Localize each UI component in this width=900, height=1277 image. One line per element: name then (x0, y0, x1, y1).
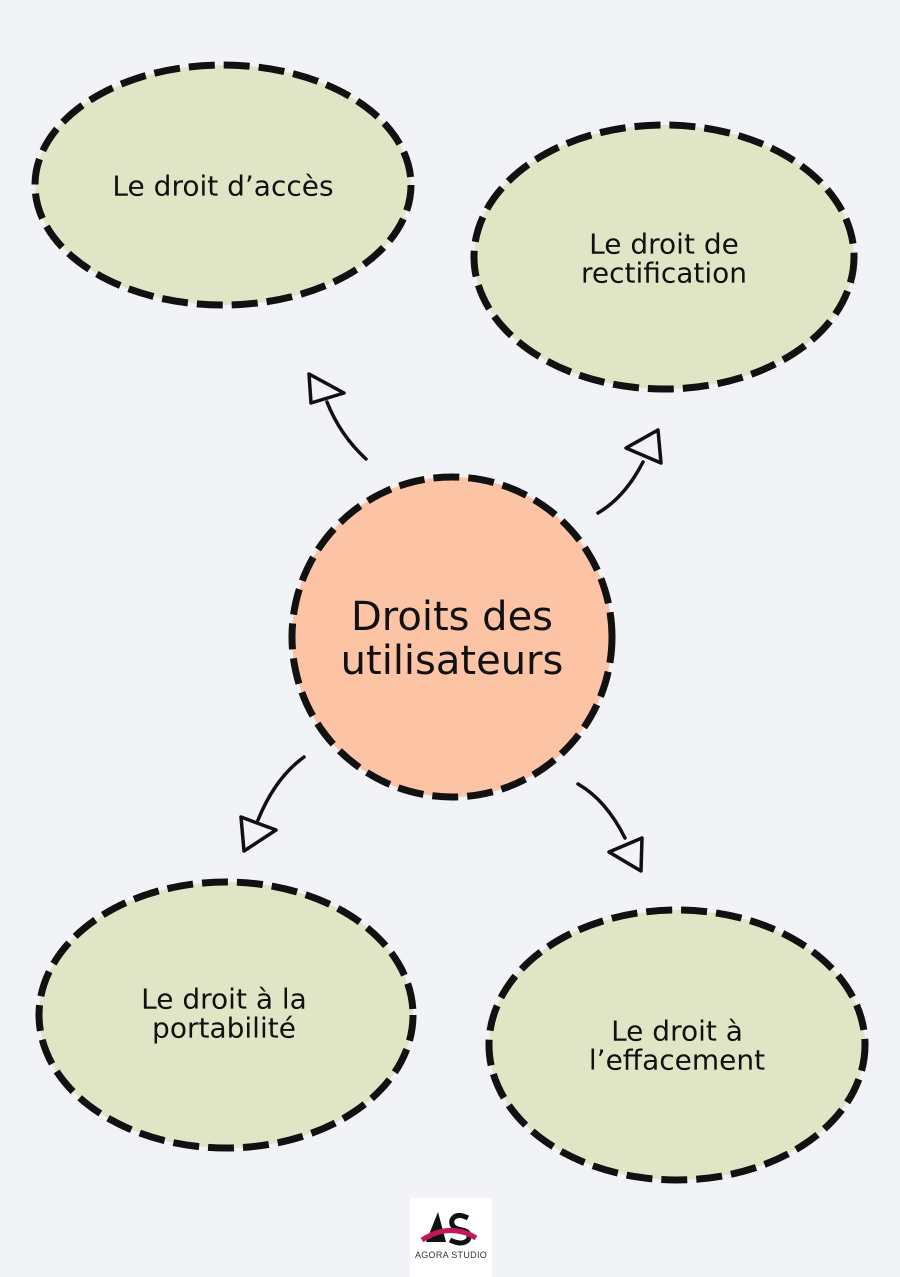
node-rectification-shape (470, 121, 858, 393)
arrowhead-acces-icon (307, 372, 346, 405)
arrowhead-effacement-icon (607, 836, 644, 873)
node-acces-label: Le droit d’accès (112, 169, 334, 203)
node-effacement-shape (485, 906, 869, 1184)
center-node-shape (288, 473, 616, 801)
arrow-to-effacement (576, 782, 627, 840)
arrow-to-portabilite (256, 755, 306, 822)
arrowhead-rectification-icon (624, 428, 663, 465)
arrow-to-rectification (596, 460, 645, 515)
arrowhead-portabilite-icon (239, 815, 278, 853)
center-node-label: Droits des utilisateurs (340, 594, 564, 684)
as-logo-icon (420, 1212, 478, 1246)
node-acces-shape (31, 61, 415, 309)
agora-studio-logo: AGORA STUDIO (410, 1198, 492, 1277)
node-portabilite-shape (35, 878, 417, 1152)
arrow-to-acces (325, 400, 368, 461)
logo-caption: AGORA STUDIO (414, 1250, 488, 1260)
node-portabilite-label: Le droit à la portabilité (141, 982, 307, 1045)
node-rectification-label: Le droit de rectification (580, 227, 748, 290)
node-effacement-label: Le droit à l’effacement (588, 1014, 766, 1077)
